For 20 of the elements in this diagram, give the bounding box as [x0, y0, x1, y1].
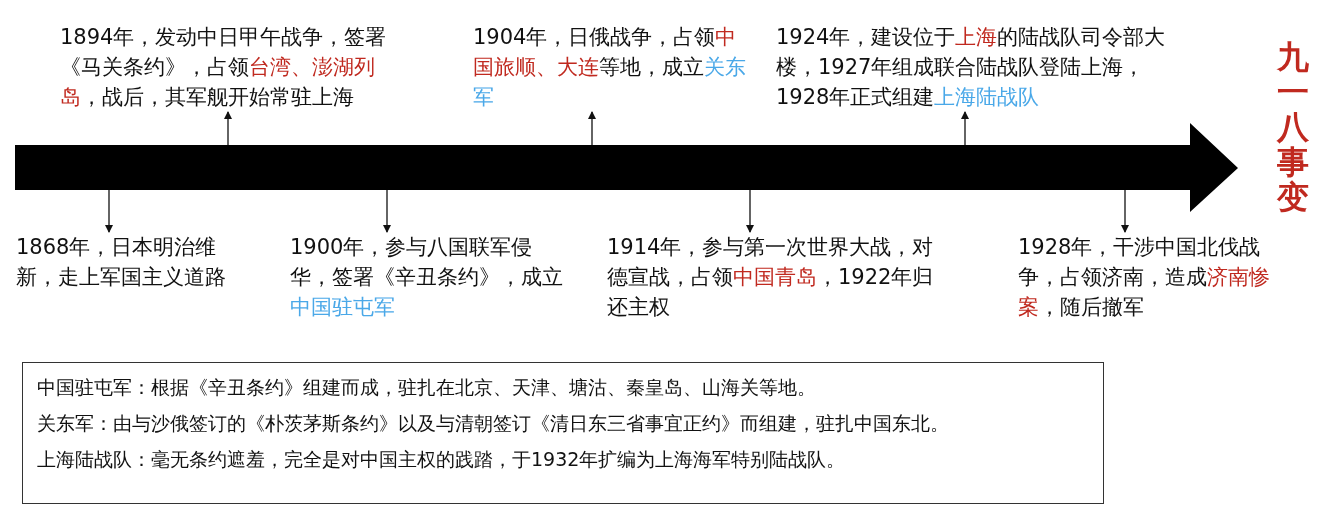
arrow	[105, 189, 113, 233]
arrow	[383, 189, 391, 233]
timeline-arrow	[15, 123, 1238, 212]
arrow	[746, 189, 754, 233]
arrow	[224, 111, 232, 146]
event-text: 1924年，建设位于上海的陆战队司令部大楼，1927年组成联合陆战队登陆上海，1928年正式组建上海陆战队	[776, 22, 1186, 112]
notes-box	[22, 362, 1104, 504]
event-text: 1900年，参与八国联军侵华，签署《辛丑条约》，成立中国驻屯军	[290, 232, 565, 322]
note-text: 关东军：由与沙俄签订的《朴茨茅斯条约》以及与清朝签订《清日东三省事宜正约》而组建，驻扎中国东北。	[37, 411, 950, 436]
arrow	[961, 111, 969, 146]
event-text: 1894年，发动中日甲午战争，签署《马关条约》，占领台湾、澎湖列岛，战后，其军舰开始常驻上海	[60, 22, 405, 112]
event-text: 1914年，参与第一次世界大战，对德宣战，占领中国青岛，1922年归还主权	[607, 232, 947, 322]
event-text: 1928年，干涉中国北伐战争，占领济南，造成济南惨案，随后撤军	[1018, 232, 1293, 322]
event-text: 1904年，日俄战争，占领中国旅顺、大连等地，成立关东军	[473, 22, 748, 112]
arrow	[588, 111, 596, 146]
vertical-title: 九一八事变	[1275, 40, 1310, 215]
note-text: 中国驻屯军：根据《辛丑条约》组建而成，驻扎在北京、天津、塘沽、秦皇岛、山海关等地。	[37, 375, 817, 400]
arrow	[1121, 189, 1129, 233]
note-text: 上海陆战队：毫无条约遮羞，完全是对中国主权的践踏，于1932年扩编为上海海军特别陆战队。	[37, 447, 847, 472]
event-text: 1868年，日本明治维新，走上军国主义道路	[16, 232, 238, 292]
